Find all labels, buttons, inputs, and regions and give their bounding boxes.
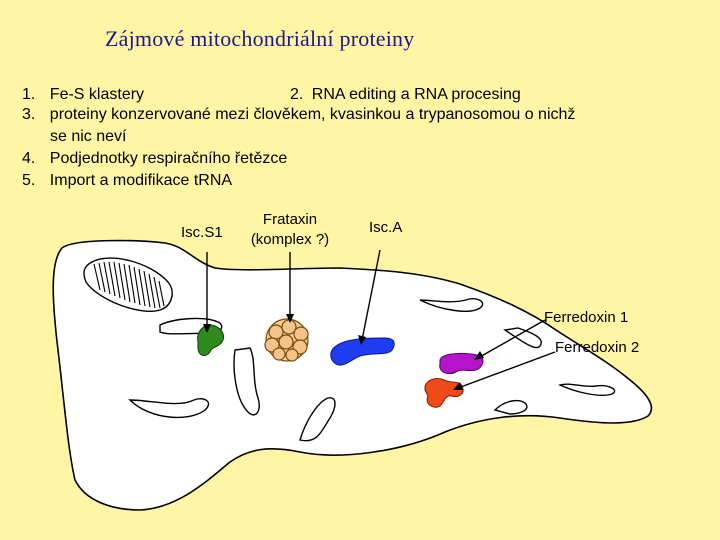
list-item: 3. proteiny konzervované mezi člověkem, …: [22, 104, 575, 126]
frataxin-label: Frataxin (komplex ?): [240, 211, 340, 248]
crista: [419, 298, 484, 312]
list-item-number: 5.: [22, 172, 36, 189]
ferredoxin1-pointer: [477, 319, 546, 359]
list-item: 2. RNA editing a RNA procesing: [290, 84, 521, 106]
list-item-number: 4.: [22, 150, 36, 167]
arrowhead: [286, 314, 294, 323]
list-item-number: 3.: [22, 106, 36, 123]
isca-pointer: [361, 249, 381, 341]
ferredoxin2-label: Ferredoxin 2: [555, 339, 640, 356]
crista: [558, 383, 616, 396]
list-item: 1. Fe-S klastery: [22, 84, 144, 106]
ferredoxin1-label: Ferredoxin 1: [544, 309, 629, 326]
crista: [299, 397, 336, 442]
kinetoplast: [83, 257, 173, 312]
frataxin-complex: [264, 318, 309, 362]
frataxin-label-line1: Frataxin: [262, 211, 318, 228]
arrowhead: [203, 324, 211, 333]
crista: [493, 399, 528, 415]
frataxin-label-line2: (komplex ?): [250, 231, 330, 248]
isca-protein: [330, 337, 395, 366]
arrowhead: [453, 382, 463, 390]
ferredoxin2-protein: [424, 377, 464, 408]
isca-label: Isc.A: [369, 219, 403, 236]
list-item-number: 1.: [22, 86, 36, 103]
ferredoxin1-protein: [439, 352, 484, 375]
mitochondrion-outer-membrane: [52, 239, 653, 511]
list-item-continuation: se nic neví: [50, 126, 126, 148]
pointer-arrowheads: [203, 314, 484, 390]
list-item-text: Fe-S klastery: [49, 86, 145, 103]
crista: [503, 327, 542, 349]
list-item-text: se nic neví: [50, 128, 127, 145]
crista: [233, 347, 260, 416]
ferredoxin2-pointer: [457, 351, 556, 389]
list-item-text: Podjednotky respiračního řetězce: [49, 150, 288, 167]
crista: [128, 398, 210, 419]
arrowhead: [358, 335, 366, 345]
list-item-number: 2.: [290, 86, 304, 103]
list-item-text: Import a modifikace tRNA: [49, 172, 233, 189]
arrowhead: [474, 351, 484, 360]
list-item-text: RNA editing a RNA procesing: [311, 86, 521, 103]
list-item: 4. Podjednotky respiračního řetězce: [22, 148, 287, 170]
page-title: Zájmové mitochondriální proteiny: [105, 26, 415, 51]
iscs1-label: Isc.S1: [181, 224, 223, 241]
pointer-lines: [206, 249, 556, 389]
list-item: 5. Import a modifikace tRNA: [22, 170, 232, 192]
list-item-text: proteiny konzervované mezi člověkem, kva…: [49, 106, 576, 123]
